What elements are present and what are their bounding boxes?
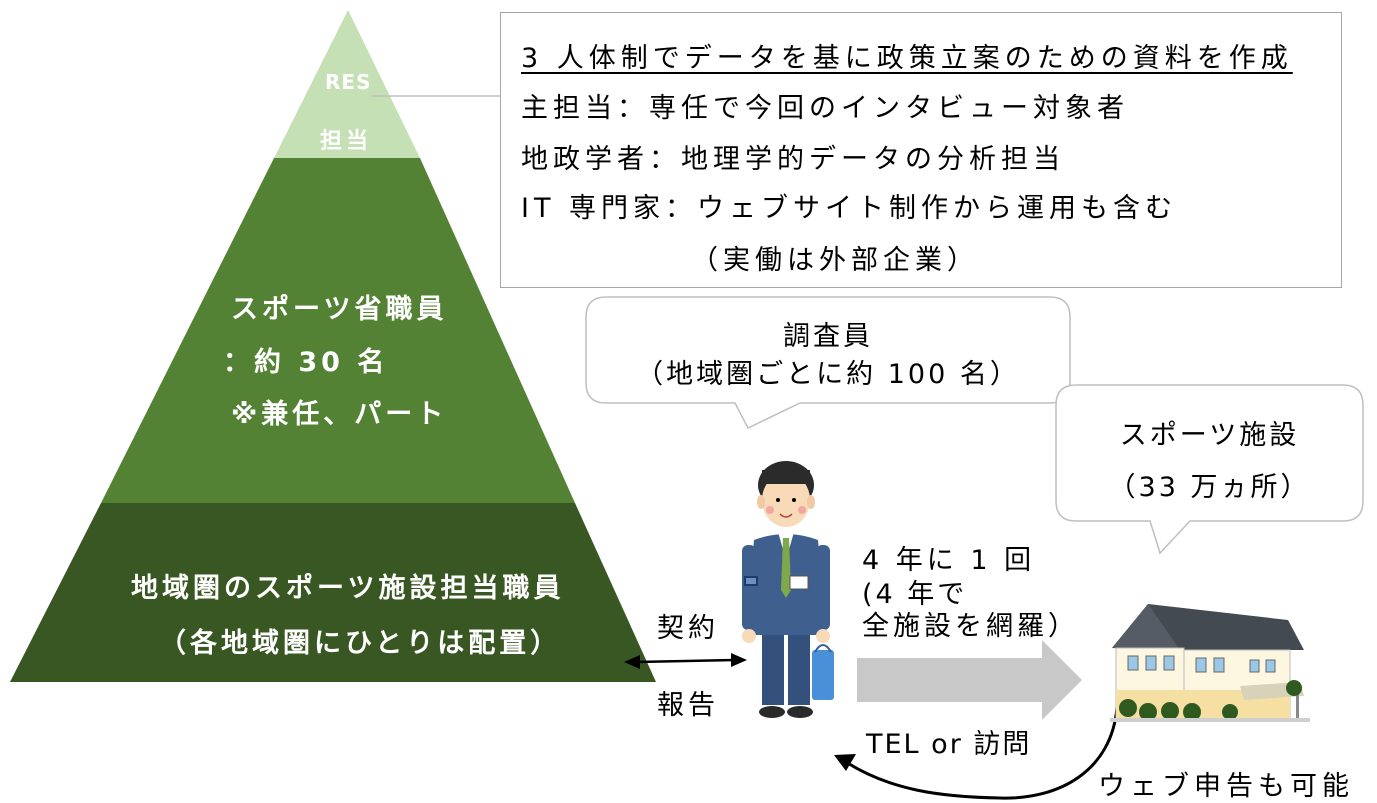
- frequency-line-2: (4 年で: [862, 579, 968, 610]
- contact-method-label: TEL or 訪問: [866, 729, 1032, 760]
- arrow-head-left: [624, 655, 640, 669]
- pyramid-top-label-1: RES: [325, 70, 372, 94]
- facility-bubble-shape: [1055, 384, 1364, 555]
- info-line-3: 地政学者：地理学的データの分析担当: [521, 144, 1065, 175]
- frequency-line-1: 4 年に 1 回: [862, 545, 1036, 576]
- investigator-count: （地域圏ごとに約 100 名）: [636, 359, 1020, 390]
- info-line-4: IT 専門家：ウェブサイト制作から運用も含む: [521, 193, 1178, 224]
- contract-label: 契約: [657, 613, 719, 644]
- visit-arrow: [857, 640, 1082, 720]
- pyramid-middle-tier: [101, 158, 575, 503]
- pyramid-bottom-label-2: （各地域圏にひとりは配置）: [159, 628, 562, 659]
- investigator-title: 調査員: [783, 321, 873, 352]
- pyramid-middle-label-2: ：約 30 名: [223, 347, 389, 378]
- curve-arrow-head: [834, 754, 856, 771]
- facility-count: （33 万ヵ所）: [1108, 472, 1311, 503]
- pyramid-top-label-2: 担当: [320, 129, 373, 154]
- res-info-box: 3 人体制でデータを基に政策立案のための資料を作成 主担当：専任で今回のインタビ…: [500, 12, 1342, 288]
- pyramid-top-tier: [274, 10, 420, 158]
- investigator-figure: [742, 461, 834, 718]
- info-line-2: 主担当：専任で今回のインタビュー対象者: [521, 93, 1129, 124]
- report-label: 報告: [657, 690, 719, 721]
- info-line-5: （実働は外部企業）: [691, 245, 979, 276]
- pyramid-middle-label-3: ※兼任、パート: [231, 399, 448, 430]
- facility-title: スポーツ施設: [1119, 420, 1300, 451]
- web-report-label: ウェブ申告も可能: [1098, 771, 1354, 802]
- info-line-1: 3 人体制でデータを基に政策立案のための資料を作成: [521, 43, 1293, 74]
- arrow-head-right: [731, 653, 747, 667]
- frequency-line-3: 全施設を網羅）: [862, 611, 1079, 642]
- sports-facility-building: [1110, 604, 1310, 722]
- pyramid-bottom-tier: [10, 503, 656, 682]
- pyramid-bottom-label-1: 地域圏のスポーツ施設担当職員: [131, 573, 565, 604]
- web-report-curve-arrow: [845, 706, 1119, 800]
- investigator-bubble-shape: [585, 296, 1071, 429]
- pyramid-middle-label-1: スポーツ省職員: [231, 294, 448, 325]
- contract-report-arrow: [635, 658, 736, 664]
